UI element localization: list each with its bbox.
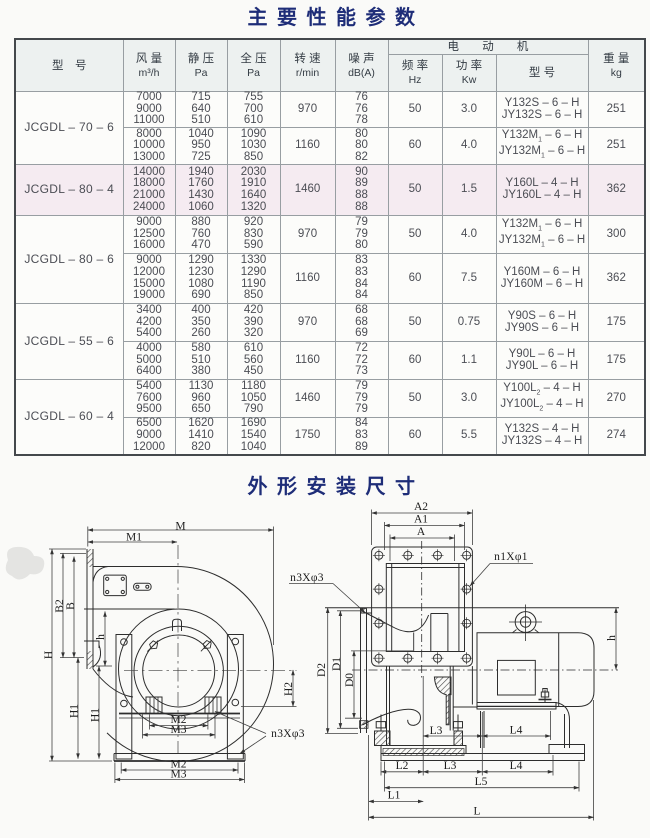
svg-text:H: H [43, 651, 55, 659]
svg-text:M3: M3 [171, 724, 187, 736]
svg-text:A2: A2 [414, 501, 428, 513]
svg-text:n1Xφ1: n1Xφ1 [494, 551, 528, 563]
svg-text:L1: L1 [388, 790, 401, 802]
svg-text:L4: L4 [510, 760, 523, 772]
svg-text:L3: L3 [444, 760, 457, 772]
svg-text:B2: B2 [54, 599, 66, 613]
svg-text:M2: M2 [171, 714, 187, 726]
svg-text:L4: L4 [510, 725, 523, 737]
svg-text:M2: M2 [171, 759, 187, 771]
svg-text:L2: L2 [396, 760, 409, 772]
svg-text:H1: H1 [90, 708, 102, 722]
svg-text:D2: D2 [316, 663, 328, 677]
svg-text:H1: H1 [69, 704, 81, 718]
svg-text:L: L [473, 806, 480, 818]
svg-text:h: h [606, 635, 618, 641]
svg-text:B: B [65, 602, 77, 610]
svg-text:A1: A1 [414, 514, 428, 526]
svg-text:D1: D1 [331, 657, 343, 671]
svg-text:M3: M3 [171, 769, 187, 781]
svg-text:L5: L5 [475, 776, 488, 788]
svg-text:h: h [95, 634, 107, 640]
svg-text:L3: L3 [430, 725, 443, 737]
svg-text:A: A [417, 526, 426, 538]
svg-text:M: M [175, 521, 185, 533]
svg-text:n3Xφ3: n3Xφ3 [290, 572, 324, 584]
svg-text:D0: D0 [344, 673, 356, 687]
svg-text:H2: H2 [283, 682, 295, 696]
svg-text:n3Xφ3: n3Xφ3 [271, 728, 305, 740]
svg-text:M1: M1 [126, 532, 142, 544]
